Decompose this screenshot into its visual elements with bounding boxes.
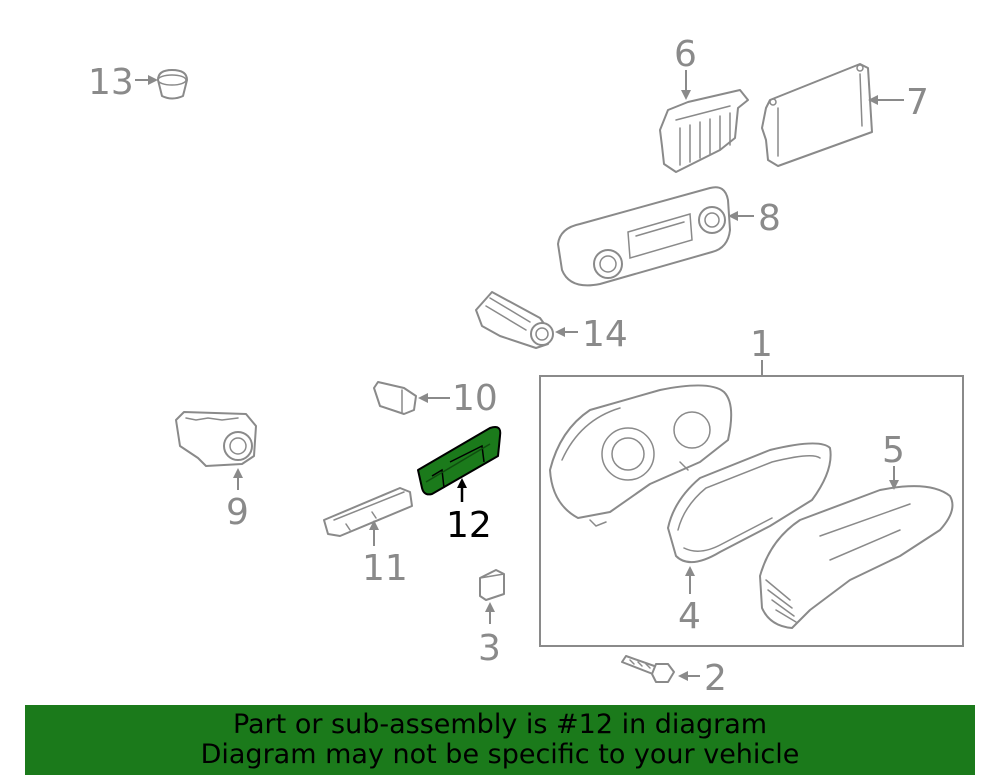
callout-1: 1 [750,324,773,365]
part-8-control-panel[interactable] [557,186,731,287]
arrow-8 [728,211,738,221]
arrow-6 [681,90,691,100]
part-3-clip[interactable] [479,569,505,601]
callout-4: 4 [678,596,701,637]
callout-8: 8 [758,198,781,239]
part-9-switch-housing[interactable] [175,411,257,467]
callout-11: 11 [362,548,408,589]
part-13-plug[interactable] [157,69,188,100]
arrow-7 [868,95,878,105]
notice-banner: Part or sub-assembly is #12 in diagram D… [25,705,975,775]
arrow-2 [678,671,688,681]
callout-3: 3 [478,628,501,669]
part-2-screw[interactable] [621,655,675,683]
callout-12: 12 [446,505,492,546]
part-6-module[interactable] [659,89,749,173]
arrow-12 [457,478,467,488]
part-1-assembly-box [539,375,964,647]
callout-7: 7 [906,82,929,123]
callout-13: 13 [88,62,134,103]
part-10-connector[interactable] [373,381,417,415]
arrow-10 [418,393,428,403]
part-12-highlighted[interactable] [417,426,502,496]
part-5-hood[interactable] [759,485,954,629]
part-11-cover[interactable] [323,487,413,537]
arrow-14 [555,327,565,337]
arrow-11 [369,520,379,530]
callout-9: 9 [226,492,249,533]
part-14-switch[interactable] [475,291,554,349]
arrow-4 [685,566,695,576]
arrow-3 [485,602,495,612]
callout-6: 6 [674,34,697,75]
callout-10: 10 [452,378,498,419]
arrow-5 [889,480,899,490]
arrow-9 [233,468,243,478]
callout-2: 2 [704,658,727,699]
callout-14: 14 [582,314,628,355]
arrow-13 [148,75,158,85]
part-4-lens[interactable] [667,442,832,563]
part-7-bracket[interactable] [761,63,873,167]
banner-line-1: Part or sub-assembly is #12 in diagram [232,709,768,740]
callout-5: 5 [882,430,905,471]
part-1-cluster-case[interactable] [549,384,733,527]
banner-line-2: Diagram may not be specific to your vehi… [200,739,800,770]
